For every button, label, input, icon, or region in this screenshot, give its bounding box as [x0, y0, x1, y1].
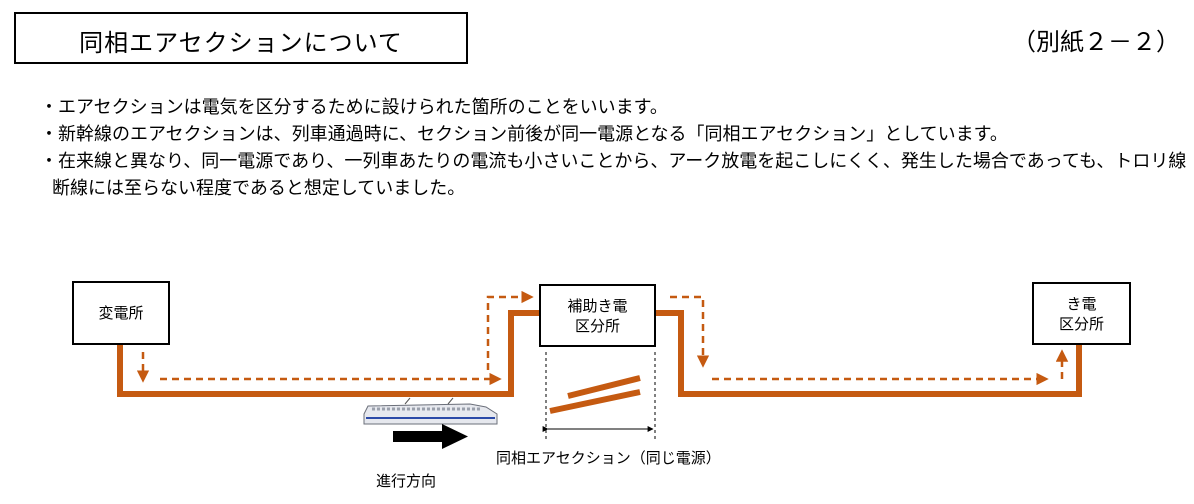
aux-sectioning-post-label-line1: 補助き電	[567, 296, 628, 315]
overlap-wire-right	[567, 375, 641, 399]
aux-sectioning-post-label-line2: 区分所	[574, 316, 620, 335]
train-icon	[363, 397, 498, 425]
aux-sectioning-post-box: 補助き電 区分所	[539, 284, 656, 347]
bullet-item: ・エアセクションは電気を区分するために設けられた箇所のことをいいます。	[40, 97, 668, 118]
substation-label: 変電所	[98, 304, 144, 322]
title-box: 同相エアセクションについて	[14, 12, 468, 64]
sectioning-post-box: き電 区分所	[1032, 282, 1131, 345]
substation-box: 変電所	[72, 281, 170, 345]
trolley-line	[117, 310, 1082, 414]
direction-label: 進行方向	[376, 472, 437, 490]
air-section-span	[542, 352, 656, 440]
direction-arrow	[393, 424, 468, 449]
air-section-label: 同相エアセクション（同じ電源）	[496, 449, 721, 467]
page-title: 同相エアセクションについて	[79, 29, 403, 57]
attachment-label: （別紙２－２）	[1012, 28, 1180, 56]
overlap-wire-left	[549, 389, 641, 414]
sectioning-post-label-line1: き電	[1066, 294, 1097, 313]
bullet-item: ・在来線と異なり、同一電源であり、一列車あたりの電流も小さいことから、アーク放電…	[40, 151, 1187, 199]
bullet-item: ・新幹線のエアセクションは、列車通過時に、セクション前後が同一電源となる「同相エ…	[40, 124, 1008, 145]
sectioning-post-label-line2: 区分所	[1058, 314, 1104, 333]
bullet-list: ・エアセクションは電気を区分するために設けられた箇所のことをいいます。 ・新幹線…	[40, 94, 1194, 202]
current-flow	[136, 290, 1069, 386]
